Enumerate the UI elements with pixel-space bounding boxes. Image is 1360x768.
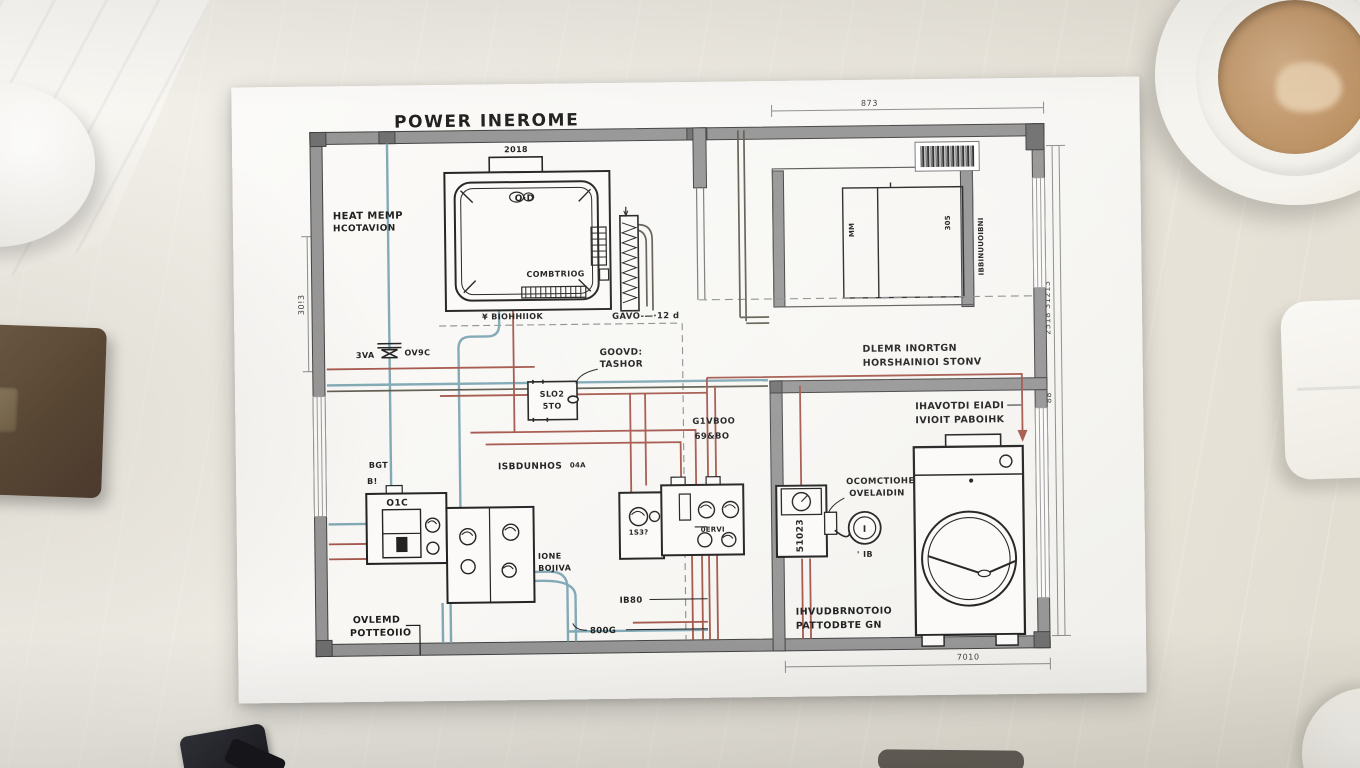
panel-note-2: POTTEOIIO bbox=[350, 627, 412, 639]
gauge-leader bbox=[828, 497, 845, 513]
appliance-control: COMBTRIOG bbox=[526, 269, 584, 279]
junction-label-1: SLO2 bbox=[540, 390, 565, 399]
storage-room bbox=[841, 182, 965, 299]
relay-ione-2: BOJIVA bbox=[538, 563, 572, 572]
dim-right: 2518 31213 bbox=[1043, 280, 1053, 334]
appliance-od: O·D bbox=[515, 194, 535, 204]
wire-800g: 800G bbox=[590, 626, 616, 636]
notebook-clasp bbox=[0, 386, 19, 434]
washer-note-1: IHAVOTDI EIADI bbox=[915, 400, 1004, 412]
junction-box bbox=[527, 379, 579, 422]
interior-thin-lines bbox=[695, 165, 975, 308]
relay-bgt: BGT bbox=[369, 461, 388, 470]
plate-bottom-right bbox=[1302, 688, 1360, 768]
panel-leader bbox=[405, 624, 421, 656]
device-seam bbox=[1296, 384, 1360, 391]
object-shadow bbox=[877, 749, 1025, 768]
gauge-unit bbox=[775, 484, 882, 558]
dim-top: 873 bbox=[861, 99, 878, 108]
wall-vertical-text: IBBINUUOIBNI bbox=[977, 217, 986, 275]
wall-windows bbox=[312, 177, 1051, 599]
relay-o1c: O1C bbox=[386, 498, 408, 508]
relay-0erv: 0ERVI bbox=[701, 526, 725, 534]
dim-left: 30!3 bbox=[297, 294, 306, 315]
blueprint-paper: 873 2518 31213 88 30!3 7010 bbox=[231, 76, 1147, 704]
bus-label: ISBDUNHOS bbox=[498, 462, 562, 473]
valve-left-label: 3VA bbox=[356, 351, 375, 360]
dim-right-small: 88 bbox=[1044, 392, 1053, 403]
junction-label-2: 5TO bbox=[543, 402, 562, 411]
gauge-i: I bbox=[863, 525, 867, 535]
g800-leader-r bbox=[625, 628, 708, 631]
arrowhead bbox=[1017, 429, 1028, 442]
leather-notebook bbox=[0, 323, 107, 499]
relay-left-b bbox=[445, 505, 536, 604]
gauge-vertical: 51023 bbox=[796, 519, 806, 552]
relay-ione-1: IONE bbox=[538, 552, 562, 561]
heat-pump-label-2: HCOTAVION bbox=[333, 224, 396, 235]
room-dim-b: 305 bbox=[944, 215, 952, 230]
room2-note-2: PATTODBTE GN bbox=[796, 620, 882, 632]
radiator bbox=[619, 206, 640, 312]
room2-note-1: IHVUDBRNOTOIO bbox=[796, 606, 893, 618]
mid-g1: G1VBOO bbox=[692, 416, 735, 427]
sensor-label-2: TASHOR bbox=[600, 360, 644, 371]
g800-leader-l bbox=[572, 623, 587, 631]
mid-g2: 69&BO bbox=[695, 432, 730, 442]
wire-ib80: IB80 bbox=[620, 596, 643, 606]
dim-bottom: 7010 bbox=[957, 652, 980, 661]
bus-sub: 04A bbox=[570, 461, 586, 469]
relay-left bbox=[365, 484, 449, 565]
diagram-title: POWER INEROME bbox=[394, 110, 580, 132]
gauge-sub: ' IB bbox=[857, 550, 873, 559]
barcode-stripes bbox=[920, 145, 975, 168]
gauge-note-1: OCOMCTIOHE bbox=[846, 476, 915, 487]
dimension-lines bbox=[301, 101, 1072, 673]
heat-pump-label-1: HEAT MEMP bbox=[333, 210, 403, 222]
room-dim-a: MM bbox=[848, 223, 856, 237]
washing-machine bbox=[912, 433, 1027, 647]
white-device bbox=[1279, 297, 1360, 481]
valve bbox=[377, 342, 402, 359]
panel-note-1: OVLEMD bbox=[353, 615, 401, 627]
appliance-dim: 2018 bbox=[504, 145, 528, 154]
sensor-label-1: GOOVD: bbox=[599, 348, 642, 359]
gavo-note: GAVO-—·12 d bbox=[612, 311, 679, 322]
room-note-1: DLEMR INORTGN bbox=[862, 343, 957, 355]
coffee-crema bbox=[1276, 62, 1342, 112]
relay-b: B! bbox=[367, 477, 378, 486]
relay-middle bbox=[618, 476, 746, 560]
appliance-note: ¥ BIOHHIIOK bbox=[482, 312, 543, 322]
room-note-2: HORSHAINIOI STONV bbox=[863, 356, 982, 368]
ib80-leader bbox=[649, 598, 708, 600]
blueprint-diagram: 873 2518 31213 88 30!3 7010 bbox=[297, 99, 1072, 673]
gauge-note-2: OVELAIDIN bbox=[849, 488, 905, 499]
heat-pump-unit bbox=[443, 155, 613, 312]
sensor-leader bbox=[575, 368, 598, 384]
valve-right-label: OV9C bbox=[404, 348, 430, 357]
coffee-liquid bbox=[1218, 0, 1360, 154]
washer-note-2: IVIOIT PABOIHK bbox=[915, 414, 1004, 426]
relay-ls3: 1S3? bbox=[629, 529, 649, 537]
